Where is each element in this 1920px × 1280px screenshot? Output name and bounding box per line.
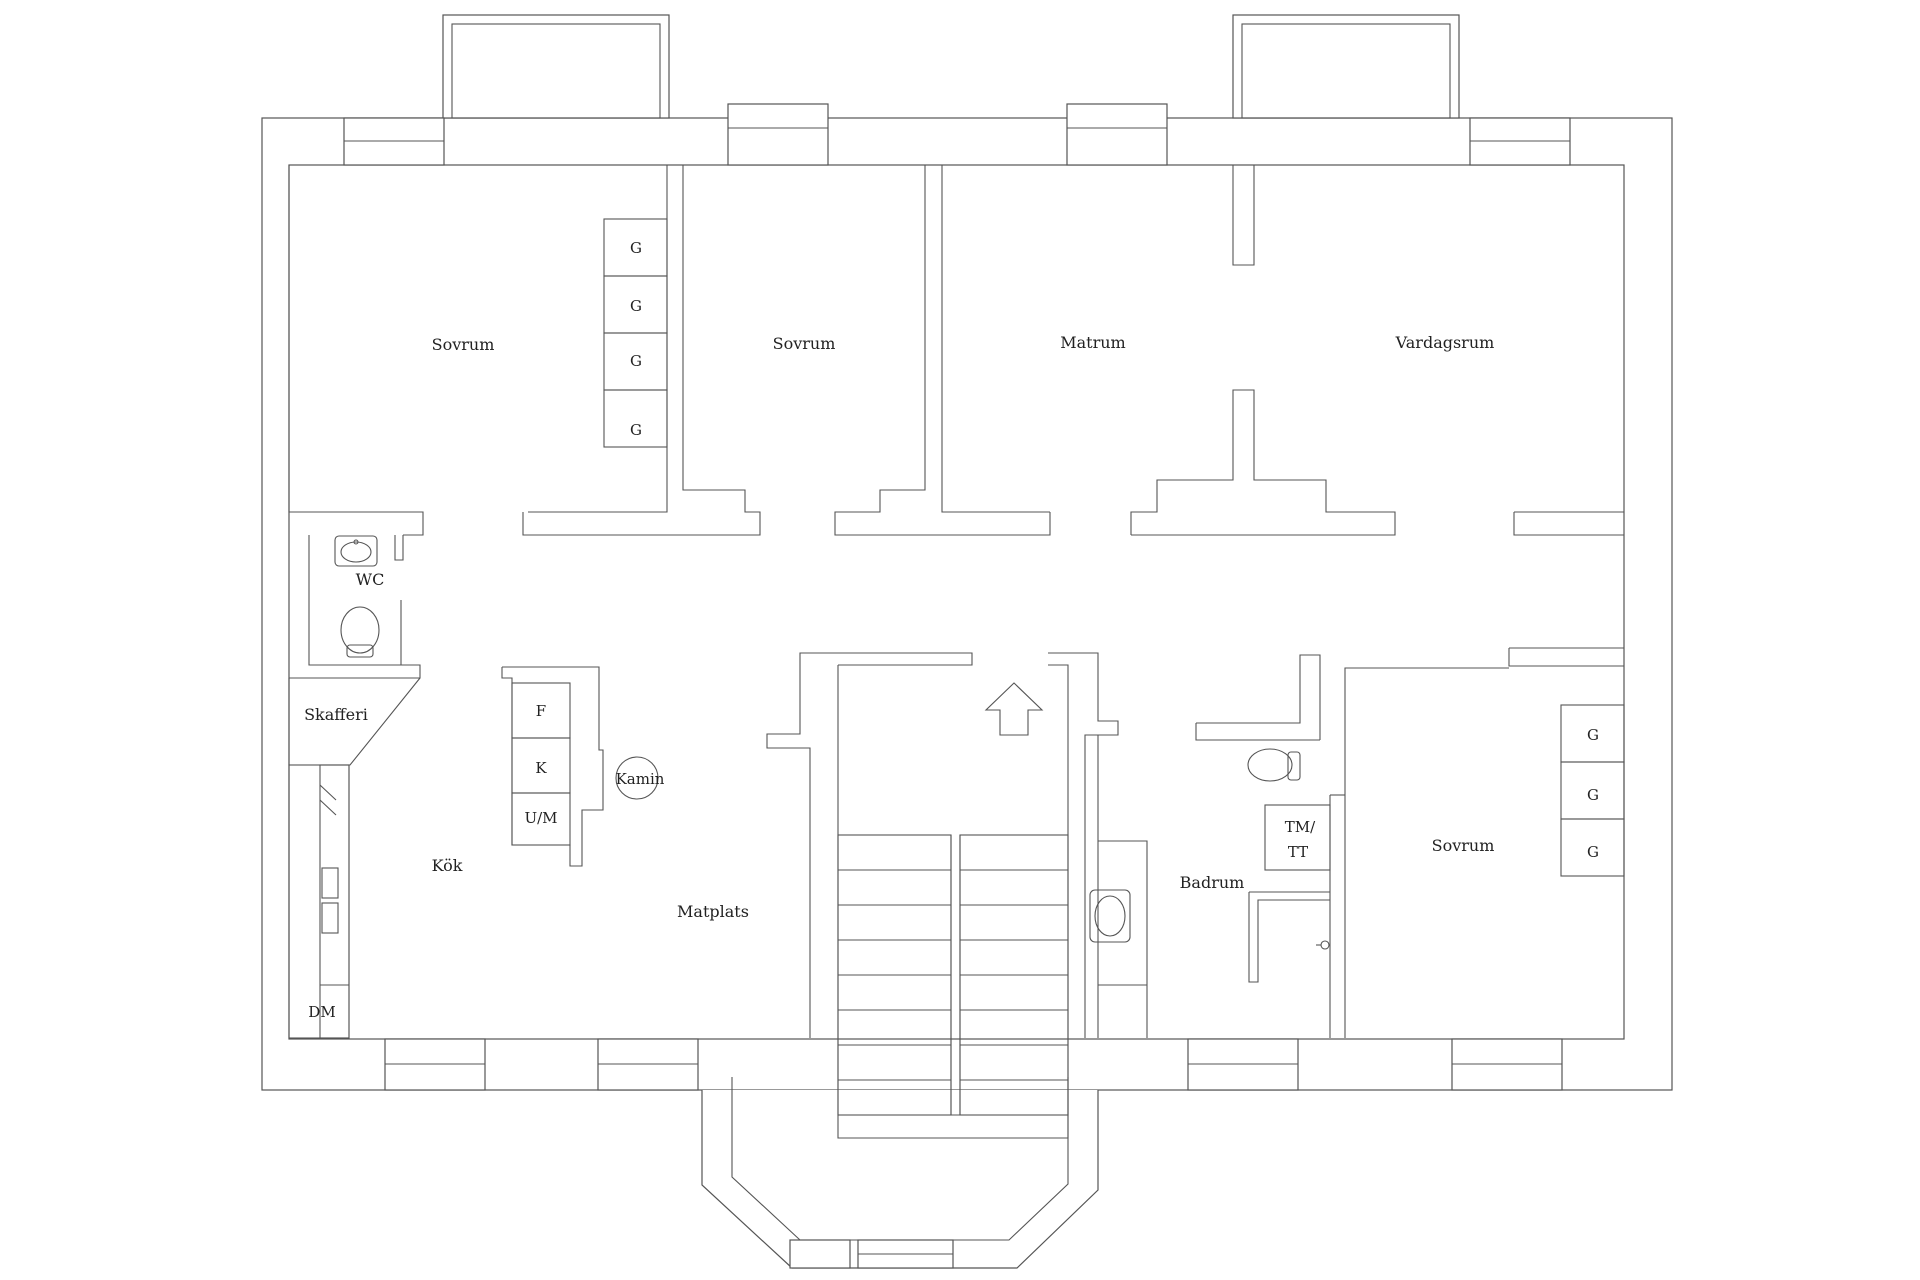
wardrobe-label: G — [630, 297, 642, 315]
kitchen-counter — [288, 764, 350, 1039]
wardrobe-label: G — [630, 352, 642, 370]
fireplace-label: Kamin — [616, 770, 665, 788]
oven-microwave-label: U/M — [524, 809, 557, 827]
room-label-kitchen: Kök — [432, 856, 463, 875]
bathroom-walls — [1089, 654, 1331, 1038]
interior-walls-upper — [288, 165, 1624, 667]
balcony-west — [442, 14, 670, 119]
wardrobe-label: G — [1587, 786, 1599, 804]
room-label-living-room: Vardagsrum — [1395, 333, 1495, 352]
stairwell — [766, 652, 1119, 1139]
wardrobe-label: G — [1587, 726, 1599, 744]
balcony-east — [1232, 14, 1460, 119]
room-label-pantry: Skafferi — [304, 705, 368, 724]
room-label-bedroom-n: Sovrum — [773, 334, 836, 353]
wardrobe-label: G — [1587, 843, 1599, 861]
room-label-bedroom-nw: Sovrum — [432, 335, 495, 354]
room-label-bedroom-se: Sovrum — [1432, 836, 1495, 855]
south-bay — [701, 1077, 1099, 1269]
freezer-label: F — [536, 702, 546, 720]
washer-label-line1: TM/ — [1285, 818, 1316, 836]
windows-south — [384, 1038, 1563, 1091]
fridge-label: K — [535, 759, 547, 777]
room-label-dining-room: Matrum — [1060, 333, 1125, 352]
room-label-wc: WC — [356, 570, 385, 589]
wardrobe-label: G — [630, 239, 642, 257]
dishwasher-label: DM — [308, 1003, 335, 1021]
bedroom-se-walls — [1330, 667, 1509, 1038]
washer-label-line2: TT — [1288, 843, 1308, 861]
room-label-bathroom: Badrum — [1180, 873, 1245, 892]
up-arrow-icon — [984, 682, 1044, 736]
wardrobes-nw — [603, 218, 668, 448]
wardrobes-se — [1560, 704, 1625, 877]
room-label-dining-area: Matplats — [677, 902, 749, 921]
wc-walls — [289, 535, 421, 679]
appliance-cabinet — [501, 666, 659, 867]
windows-north — [343, 103, 1571, 166]
wardrobe-label: G — [630, 421, 642, 439]
outer-walls — [261, 117, 1673, 1091]
